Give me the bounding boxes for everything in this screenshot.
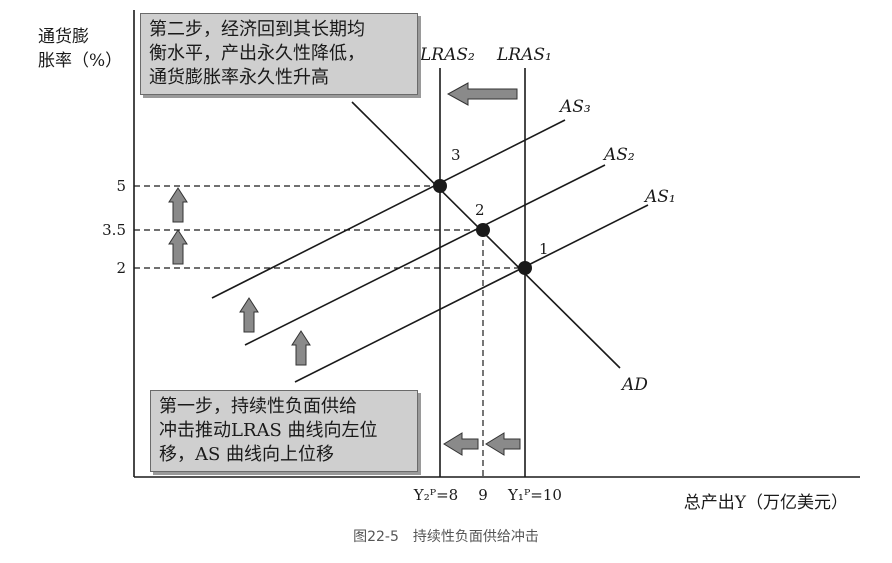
as3-label: AS₃ (558, 97, 591, 117)
left-arrow-icon (446, 82, 518, 106)
y-axis-title-line1: 通货膨 (38, 27, 89, 47)
step1-annotation: 第一步，持续性负面供给 冲击推动LRAS 曲线向左位 移，AS 曲线向上位移 (150, 390, 418, 472)
step1-line-1: 第一步，持续性负面供给 (159, 396, 357, 417)
point-label-3: 3 (451, 146, 461, 164)
x-axis-title: 总产出Y（万亿美元） (684, 493, 848, 513)
point-2 (476, 223, 490, 237)
left-arrow-icon (443, 432, 479, 456)
y-tick-5: 5 (116, 177, 126, 195)
step2-annotation: 第二步，经济回到其长期均 衡水平，产出永久性降低， 通货膨胀率永久性升高 (140, 13, 418, 95)
as3-line (211, 119, 566, 299)
x-tick-9: 9 (478, 486, 488, 504)
point-label-1: 1 (539, 240, 549, 258)
ad-label: AD (620, 375, 648, 395)
figure-caption: 图22-5 持续性负面供给冲击 (353, 529, 539, 545)
as1-line (294, 204, 649, 383)
left-arrow-icon (485, 432, 521, 456)
step2-line-1: 第二步，经济回到其长期均 (149, 19, 365, 40)
up-arrow-icon (168, 229, 188, 265)
y-tick-3.5: 3.5 (102, 221, 126, 239)
x-tick-8: Y₂ᴾ=8 (413, 486, 458, 504)
point-1 (518, 261, 532, 275)
point-3 (433, 179, 447, 193)
y-tick-2: 2 (116, 259, 126, 277)
up-arrow-icon (291, 330, 311, 366)
lras1-label: LRAS₁ (496, 45, 552, 65)
as2-label: AS₂ (602, 145, 635, 165)
up-arrow-icon (168, 187, 188, 223)
point-label-2: 2 (475, 201, 485, 219)
step2-line-2: 衡水平，产出永久性降低， (149, 43, 365, 64)
step2-line-3: 通货膨胀率永久性升高 (149, 67, 329, 88)
x-tick-10: Y₁ᴾ=10 (507, 486, 562, 504)
y-axis-title-line2: 胀率（%） (38, 51, 122, 71)
as2-line (244, 164, 606, 346)
lras2-label: LRAS₂ (419, 45, 475, 65)
as1-label: AS₁ (643, 187, 676, 207)
up-arrow-icon (239, 297, 259, 333)
step1-line-3: 移，AS 曲线向上位移 (159, 444, 335, 465)
step1-line-2: 冲击推动LRAS 曲线向左位 (159, 420, 378, 441)
